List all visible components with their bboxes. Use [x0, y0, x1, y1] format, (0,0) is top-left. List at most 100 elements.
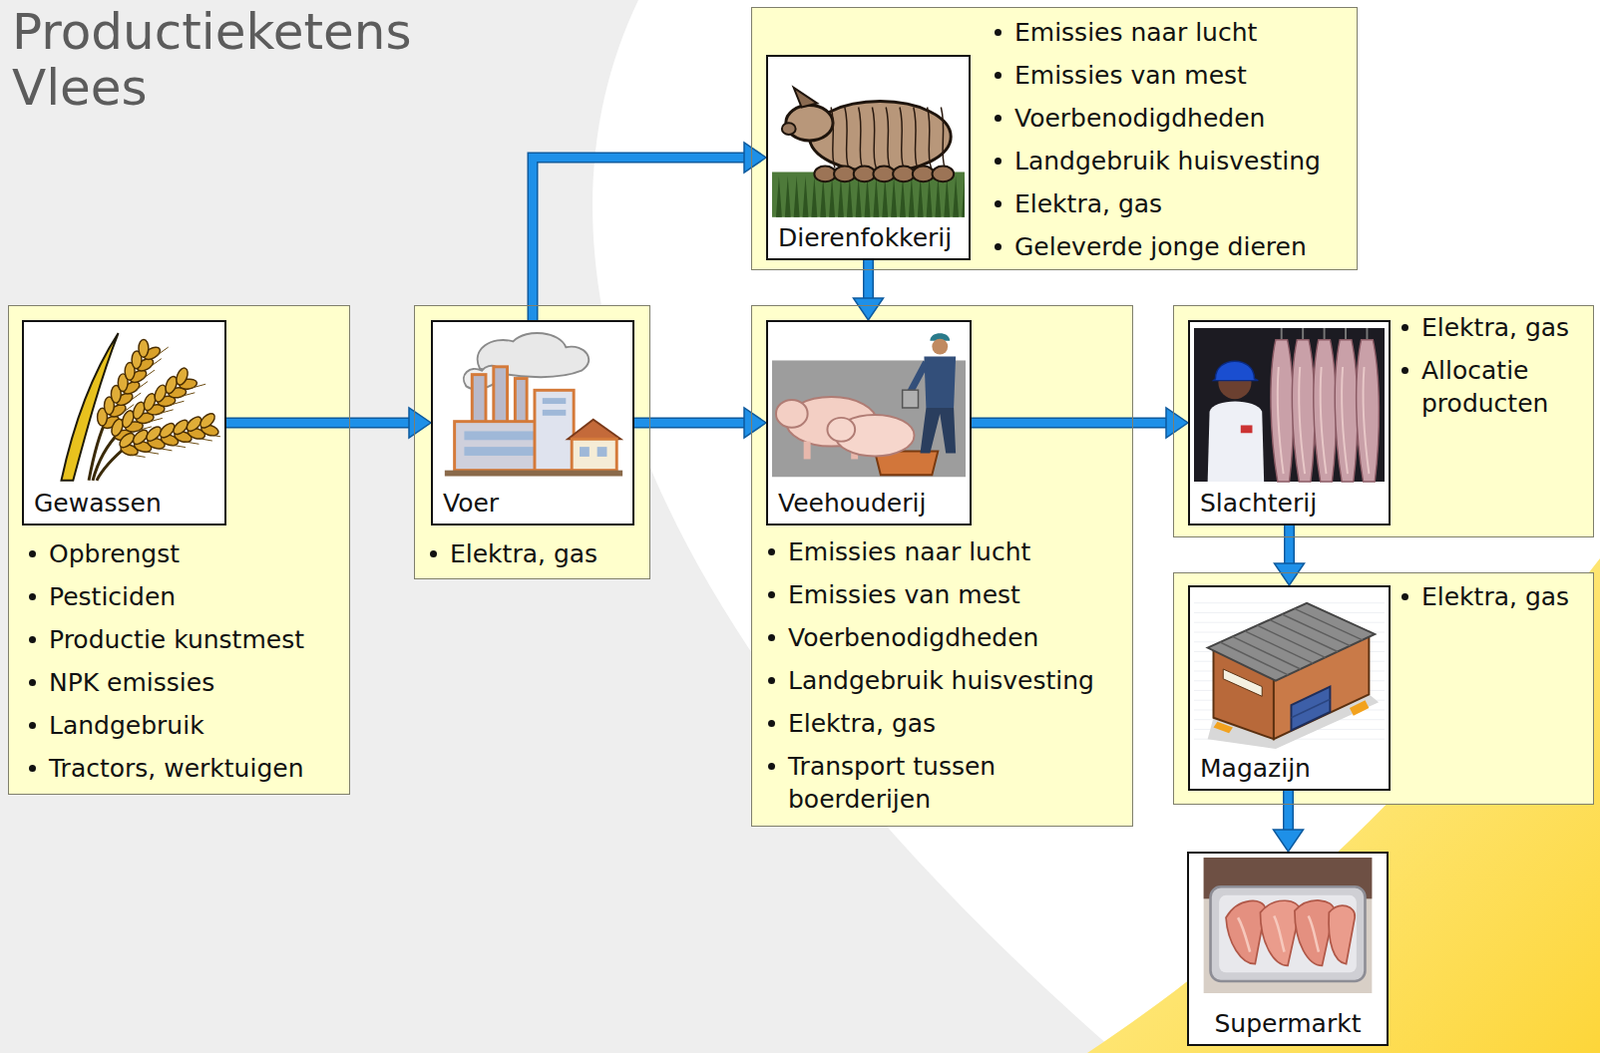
process-panel: OpbrengstPesticidenProductie kunstmestNP… — [7, 305, 351, 796]
slaughter-illustration-part — [1356, 340, 1380, 482]
wheat-illustration-part — [142, 370, 155, 380]
tray-illustration-part — [1193, 857, 1383, 994]
farm-illustration-part — [772, 326, 966, 484]
illustration — [772, 326, 966, 484]
bullet-item: Elektra, gas — [992, 187, 1337, 221]
factory-illustration-part — [534, 390, 574, 470]
arrow-outline — [1283, 525, 1295, 566]
factory-illustration-part — [436, 326, 629, 484]
arrow-outline — [634, 417, 747, 429]
bullet-dot — [429, 550, 437, 558]
panel-fill — [751, 6, 1358, 271]
flow-arrow — [971, 407, 1189, 438]
arrow-head — [853, 298, 884, 321]
illustration — [1194, 591, 1385, 750]
sow-illustration-part — [940, 107, 945, 169]
bullet-list: Elektra, gas — [1399, 580, 1592, 614]
wheat-illustration-part — [128, 393, 141, 402]
arrow-outline — [532, 157, 747, 321]
panel-fill — [751, 305, 1134, 827]
sow-illustration-part — [913, 107, 918, 169]
sow-illustration-part — [892, 166, 915, 183]
bullet-dot — [28, 679, 36, 687]
image-box: Magazijn — [1188, 585, 1391, 792]
bullet-text: Elektra, gas — [449, 539, 598, 569]
bullet-text: Tractors, werktuigen — [48, 754, 305, 784]
image-box: Slachterij — [1188, 320, 1391, 526]
bullet-item: Voerbenodigdheden — [992, 101, 1337, 135]
panel-fill — [1173, 572, 1595, 805]
bullet-item: Geleverde jonge dieren — [992, 230, 1337, 264]
wheat-illustration-part — [157, 447, 173, 451]
slaughter-illustration-part — [1280, 328, 1283, 341]
process-panel: Elektra, gasAllocatie productenSlachteri… — [1173, 305, 1595, 538]
illustration — [1194, 326, 1385, 484]
sow-illustration-part — [912, 166, 935, 183]
bullet-dot — [768, 720, 776, 728]
wheat-illustration-part — [147, 417, 162, 422]
wheat-illustration-part — [158, 409, 173, 414]
sow-illustration-part — [853, 166, 876, 183]
bullet-dot — [28, 593, 36, 601]
box-label: Veehouderij — [778, 487, 926, 520]
factory-illustration-part — [567, 419, 621, 440]
wheat-illustration-part — [197, 410, 218, 430]
slaughter-illustration-part — [1365, 328, 1368, 341]
illustration — [436, 326, 629, 484]
sow-illustration-part — [782, 122, 797, 135]
bullet-list: Elektra, gas — [427, 537, 638, 571]
box-label: Supermarkt — [1213, 1008, 1361, 1041]
bullet-list: Emissies naar luchtEmissies van mestVoer… — [992, 15, 1337, 264]
arrow-shaft — [1284, 791, 1293, 832]
slaughter-illustration-part — [1277, 367, 1284, 474]
illustration — [27, 326, 221, 484]
bullet-dot — [1401, 367, 1409, 375]
bullet-dot — [1401, 593, 1409, 601]
sow-illustration-part — [786, 105, 833, 141]
tray-illustration-part — [1237, 917, 1250, 952]
tray-illustration-part — [1210, 886, 1366, 982]
farm-illustration-part — [776, 400, 808, 428]
bullet-text: Productie kunstmest — [48, 625, 305, 655]
sow-illustration-part — [872, 166, 895, 183]
sow-illustration-part — [794, 87, 818, 108]
tray-illustration-part — [1328, 905, 1355, 965]
illustration — [1193, 857, 1383, 994]
sow-illustration-part — [961, 175, 965, 217]
process-panel: Elektra, gasMagazijn — [1173, 572, 1595, 805]
bullet-item: Allocatie producten — [1399, 354, 1592, 420]
wheat-illustration-part — [169, 400, 184, 405]
process-panel: Elektra, gasVoer — [413, 305, 651, 580]
illustration — [772, 60, 965, 219]
bullet-item: Landgebruik huisvesting — [992, 144, 1337, 178]
wheat-illustration-part — [138, 339, 149, 358]
sow-illustration-part — [785, 175, 792, 217]
sow-illustration-part — [808, 101, 951, 173]
flow-arrow — [532, 142, 767, 321]
factory-illustration-part — [579, 446, 590, 457]
background-shape — [7, 6, 1595, 827]
factory-illustration-part — [542, 409, 567, 416]
warehouse-illustration-part — [1290, 687, 1330, 732]
wheat-illustration-part — [191, 384, 206, 389]
arrow-outline — [226, 417, 411, 429]
image-box: Gewassen — [21, 320, 227, 526]
flow-arrow — [634, 407, 767, 438]
bullet-text: Elektra, gas — [788, 709, 936, 739]
bullet-item: Elektra, gas — [427, 537, 638, 571]
wheat-illustration-part — [27, 326, 221, 484]
sow-illustration-part — [952, 175, 959, 217]
arrow-shaft — [864, 260, 873, 301]
farm-illustration-part — [910, 362, 927, 393]
sow-illustration-part — [833, 166, 856, 183]
bullet-text: Voerbenodigdheden — [788, 623, 1039, 653]
bullet-item: Opbrengst — [26, 537, 327, 571]
process-panel: Emissies naar luchtEmissies van mestVoer… — [751, 305, 1134, 827]
bullet-item: Elektra, gas — [766, 707, 1116, 741]
box-label: Slachterij — [1200, 487, 1317, 520]
slaughter-illustration-part — [1212, 361, 1258, 381]
wheat-illustration-part — [170, 444, 186, 447]
arrow-head — [744, 142, 767, 173]
sow-illustration-part — [810, 175, 817, 217]
sow-illustration-part — [927, 107, 932, 169]
